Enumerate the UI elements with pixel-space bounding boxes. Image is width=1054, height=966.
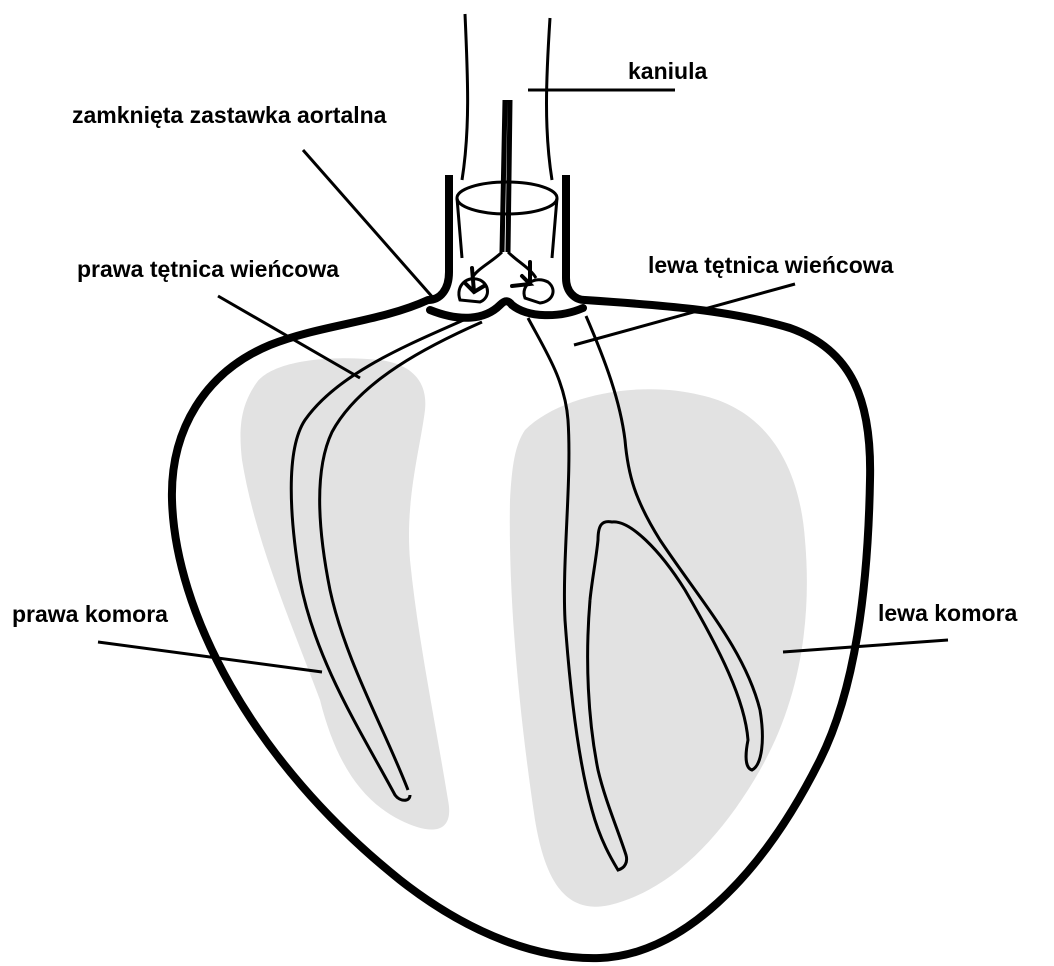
aorta-left-wall xyxy=(428,175,449,300)
left-ventricle-region xyxy=(510,389,807,906)
cannula-tips xyxy=(472,252,536,278)
label-right-coronary-artery: prawa tętnica wieńcowa xyxy=(77,258,339,281)
label-right-ventricle: prawa komora xyxy=(12,603,168,626)
leader-left-ventricle xyxy=(783,640,948,652)
label-left-ventricle: lewa komora xyxy=(878,602,1017,625)
leader-left-coronary xyxy=(574,284,795,345)
label-cannula: kaniula xyxy=(628,60,707,83)
cannula-tube-right xyxy=(547,18,553,180)
aortic-valve-cusps xyxy=(430,301,583,318)
cannula-inner-wire xyxy=(502,100,510,252)
label-aortic-valve: zamknięta zastawka aortalna xyxy=(72,104,386,127)
right-ventricle-region xyxy=(241,358,450,829)
flow-arrow-right xyxy=(512,262,530,286)
cannula-tube-left xyxy=(462,14,468,180)
label-left-coronary-artery: lewa tętnica wieńcowa xyxy=(648,254,893,277)
aorta-right-wall xyxy=(566,175,585,300)
